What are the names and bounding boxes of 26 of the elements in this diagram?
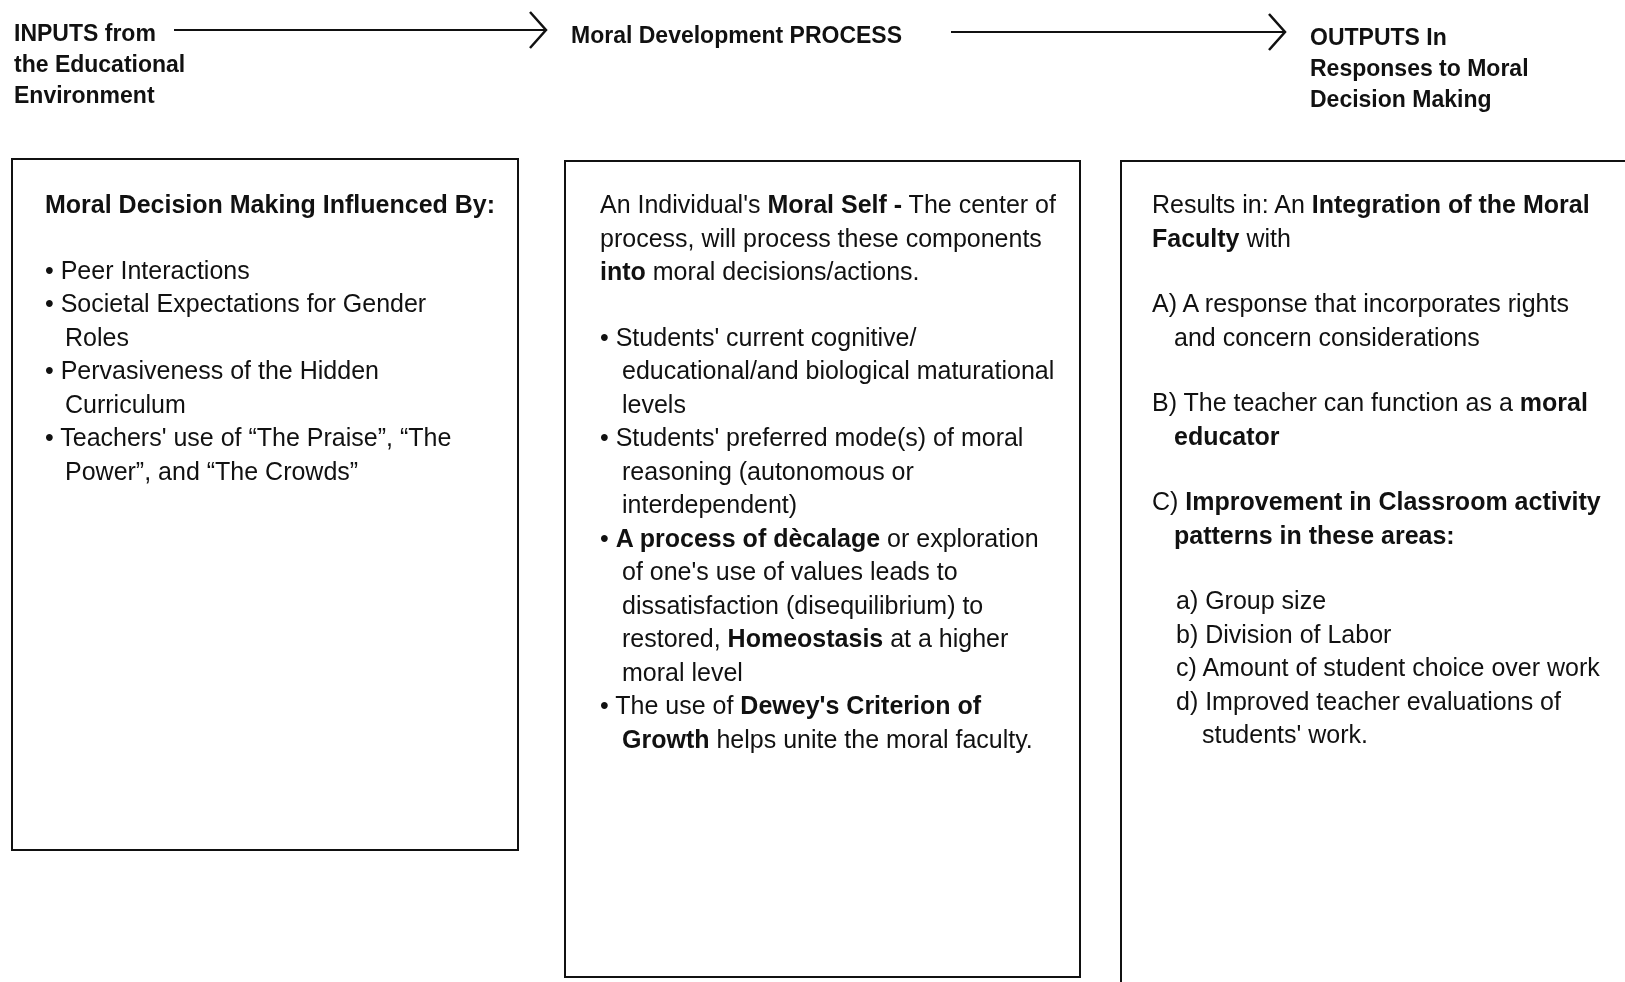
list-item: c) Amount of student choice over work: [1175, 652, 1601, 683]
list-item: • Pervasiveness of the Hidden Curriculum: [45, 355, 380, 420]
content-box: [11, 158, 519, 851]
list-item: A) A response that incorporates rights and concern considerations: [1152, 288, 1570, 353]
list-item: • Students' preferred mode(s) of moral reasoning (autonomous or interdependent): [600, 422, 1025, 520]
list-item: • A process of dècalage or exploration of one's use of values leads to dissatisfaction (disequilibrium) to restored, Homeostasis at a higher moral level: [600, 522, 1040, 688]
list-item: a) Group size: [1175, 585, 1328, 616]
arrow: [950, 12, 1287, 52]
list-item: • The use of Dewey's Criterion of Growth helps unite the moral faculty.: [600, 690, 1034, 755]
arrow: [173, 10, 548, 50]
list-item: b) Division of Labor: [1175, 618, 1393, 650]
stage-heading: Moral Development PROCESS: [571, 20, 971, 51]
list-item: • Teachers' use of “The Praise”, “The Power”, and “The Crowds”: [45, 422, 453, 487]
box-heading: Moral Decision Making Influenced By:: [45, 189, 497, 220]
list-item: • Peer Interactions: [45, 254, 251, 286]
list-item: • Students' current cognitive/ educational/and biological maturational levels: [600, 321, 1056, 420]
list-item: • Societal Expectations for Gender Roles: [45, 288, 428, 353]
list-item: B) The teacher can function as a moral educator: [1152, 387, 1589, 452]
paragraph: Results in: An Integration of the Moral Faculty with: [1152, 189, 1591, 254]
stage-heading: INPUTS from the Educational Environment: [14, 18, 194, 111]
list-item: C) Improvement in Classroom activity patterns in these areas:: [1152, 486, 1602, 551]
content-box: [564, 160, 1081, 978]
paragraph: An Individual's Moral Self - The center of process, will process these components into moral decisions/actions.: [600, 189, 1057, 287]
stage-heading: OUTPUTS In Responses to Moral Decision Making: [1310, 22, 1570, 115]
content-box: [1120, 160, 1625, 982]
list-item: d) Improved teacher evaluations of students' work.: [1175, 685, 1562, 750]
